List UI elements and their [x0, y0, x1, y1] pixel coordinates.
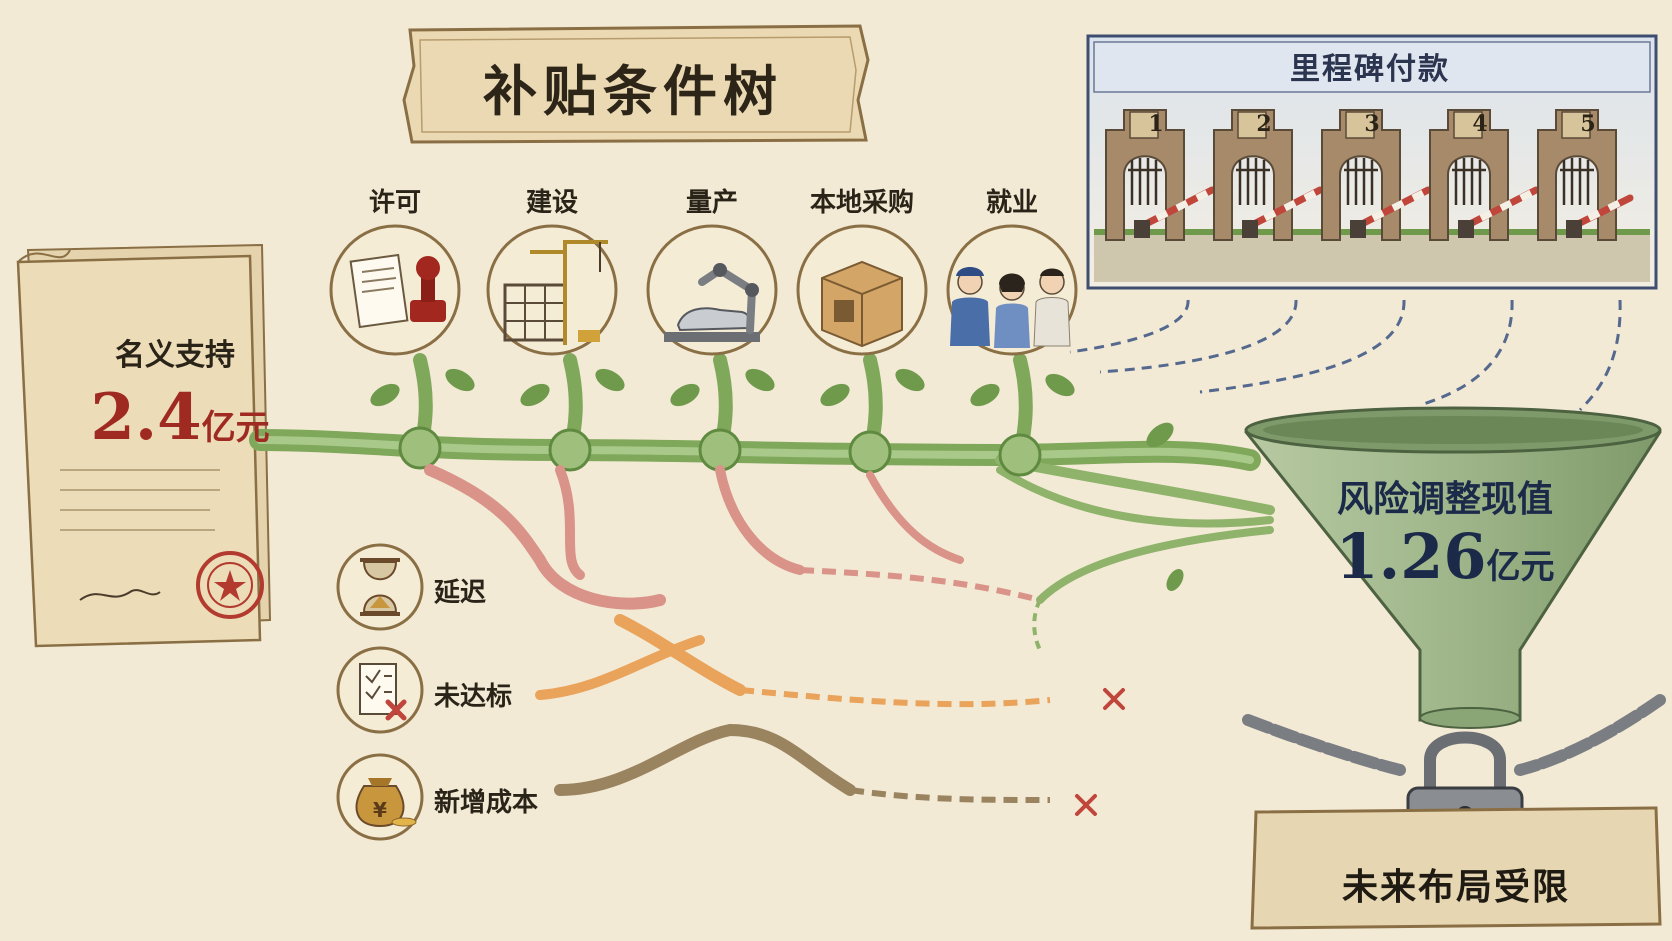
nominal-support-value: 2.4亿元	[60, 380, 300, 455]
funnel	[1244, 406, 1662, 729]
stage-label-mass-production: 量产	[685, 188, 738, 218]
gate-number-4: 4	[1472, 111, 1488, 137]
risk-branches	[424, 464, 1051, 803]
permit-stamp-icon	[329, 224, 461, 356]
gate-number-2: 2	[1256, 111, 1272, 137]
present-value: 1.26亿元	[1300, 520, 1590, 593]
risk-label-delay: 延迟	[434, 578, 487, 608]
stage-label-local-procurement: 本地采购	[809, 188, 914, 218]
present-value-unit: 亿元	[1486, 547, 1555, 587]
nominal-support-label: 名义支持	[115, 338, 235, 373]
milestone-gates	[1105, 109, 1634, 241]
checklist-fail-icon	[336, 646, 424, 734]
fail-x-marks	[1075, 688, 1125, 816]
money-bag-icon: ¥	[336, 753, 424, 841]
gate-number-3: 3	[1364, 111, 1380, 137]
workers-icon	[946, 224, 1078, 356]
nominal-amount: 2.4	[90, 380, 202, 455]
nominal-unit: 亿元	[201, 408, 270, 448]
hourglass-icon	[336, 543, 424, 631]
gate-number-5: 5	[1580, 111, 1596, 137]
stage-label-permit: 许可	[368, 188, 421, 218]
present-value-label: 风险调整现值	[1336, 478, 1553, 520]
milestone-title: 里程碑付款	[1290, 52, 1450, 87]
robot-assembly-icon	[646, 224, 778, 356]
risk-label-unmet-target: 未达标	[434, 682, 513, 712]
stage-label-construction: 建设	[525, 188, 578, 218]
present-value-amount: 1.26	[1335, 520, 1487, 593]
constraint-plaque	[1250, 806, 1662, 930]
box-procurement-icon	[796, 224, 928, 356]
stage-stems	[370, 353, 1184, 591]
stage-label-employment: 就业	[985, 188, 1038, 218]
nominal-document	[16, 243, 272, 648]
payment-connectors	[1069, 299, 1622, 412]
title-banner	[402, 24, 870, 144]
construction-crane-icon	[486, 224, 618, 356]
svg-text:¥: ¥	[373, 798, 387, 822]
gate-number-1: 1	[1148, 111, 1164, 137]
page-title: 补贴条件树	[483, 58, 783, 123]
vine-trunk	[249, 429, 1275, 651]
chain-icon	[1242, 694, 1666, 776]
risk-label-added-cost: 新增成本	[434, 788, 539, 818]
constraint-label: 未来布局受限	[1341, 866, 1570, 908]
